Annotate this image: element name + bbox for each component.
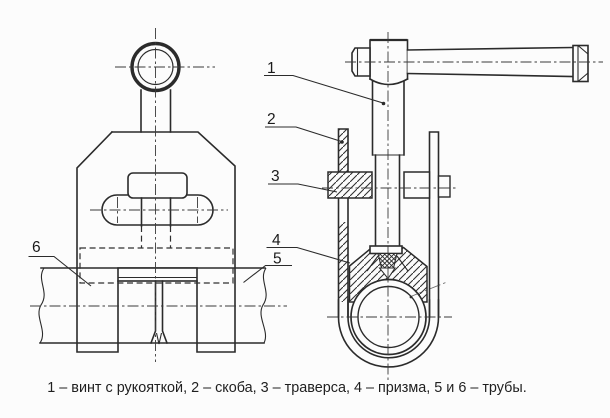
callout-6: 6 [28, 239, 92, 287]
screw-tip [377, 252, 398, 269]
callouts: 1 2 3 4 5 6 [28, 60, 386, 287]
callout-4: 4 [266, 232, 351, 264]
pipe-break-left [38, 267, 45, 344]
handle-knob [572, 44, 589, 83]
strap-legs [337, 128, 440, 318]
screw-foot [369, 245, 403, 255]
front-view [30, 28, 287, 362]
centerlines-front [30, 28, 287, 362]
pressure-plate [117, 267, 198, 282]
callout-1-label: 1 [267, 60, 276, 77]
figure-caption: 1 – винт с рукояткой, 2 – скоба, 3 – тра… [47, 380, 526, 396]
screw-front [140, 197, 172, 227]
screw-shaft [366, 80, 409, 280]
callout-4-label: 4 [272, 232, 281, 249]
screw-nut-front [127, 172, 188, 199]
pipe-break-right [260, 267, 267, 344]
hidden-prism-outline [79, 247, 234, 284]
callout-3-label: 3 [271, 168, 280, 185]
callout-5-label: 5 [273, 251, 282, 268]
callout-3: 3 [268, 168, 338, 193]
callout-1: 1 [264, 60, 386, 106]
callout-5: 5 [243, 251, 292, 283]
traverse [327, 171, 451, 199]
centerlines-side [322, 32, 603, 380]
callout-2: 2 [265, 111, 344, 144]
callout-2-label: 2 [267, 111, 276, 128]
strap-u [337, 299, 440, 368]
clamp-body-front [76, 130, 236, 353]
side-view [322, 32, 603, 380]
callout-6-label: 6 [32, 239, 41, 256]
